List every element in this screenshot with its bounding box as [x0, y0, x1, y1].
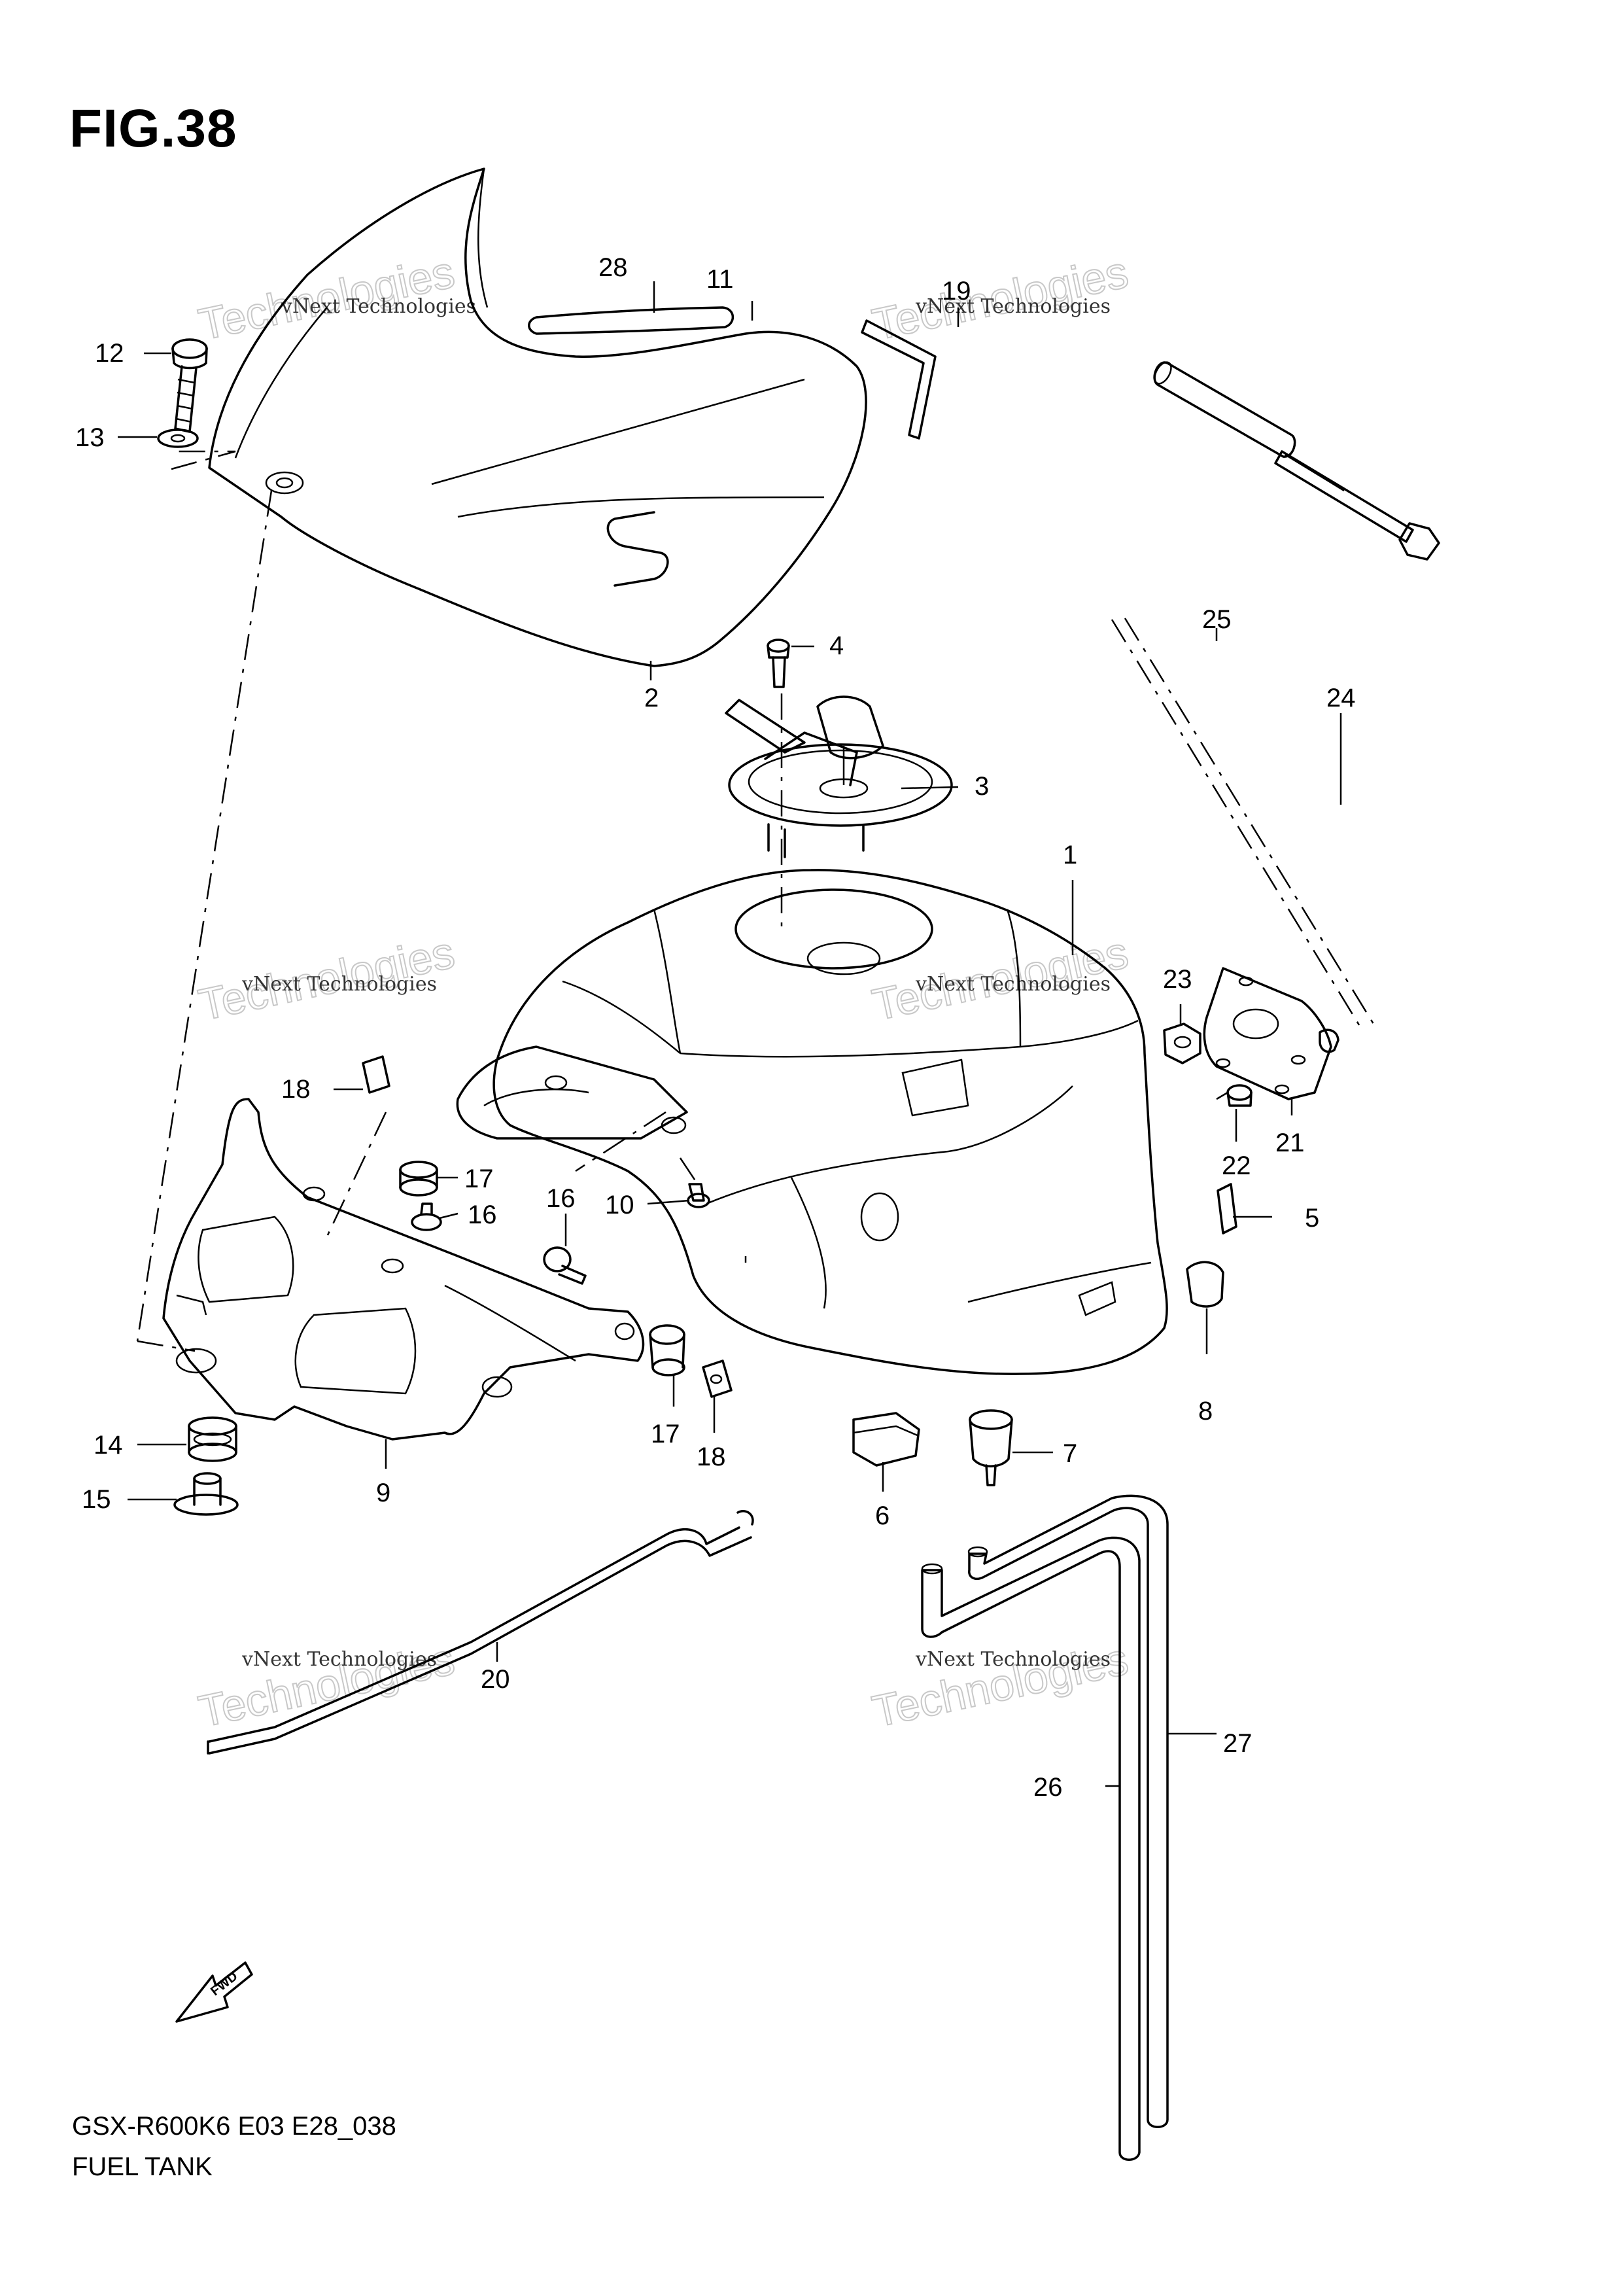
- callout-4: 4: [829, 631, 844, 660]
- callout-5: 5: [1305, 1204, 1319, 1233]
- callout-6: 6: [875, 1501, 890, 1530]
- screw-part-22: [1216, 1084, 1253, 1107]
- bent-hose-part-19: [861, 319, 937, 440]
- model-code: GSX-R600K6 E03 E28_038: [72, 2112, 396, 2141]
- grommet-part-14: [188, 1416, 237, 1462]
- forward-direction-arrow: FWD: [175, 1961, 253, 2023]
- callout-18b: 18: [697, 1443, 726, 1471]
- fuel-cap-part-3: [725, 695, 953, 858]
- watermark-text: vNext Technologies: [281, 295, 476, 318]
- tank-cover-part-11: [208, 167, 867, 667]
- callout-19: 19: [942, 277, 971, 306]
- cushion-part-8: [1186, 1261, 1224, 1308]
- long-bolt-part-24: [1274, 450, 1440, 561]
- bracket-plate-part-21: [1203, 967, 1339, 1100]
- callout-23: 23: [1163, 965, 1192, 994]
- callout-17: 17: [464, 1165, 494, 1193]
- damper-part-6: [852, 1412, 920, 1467]
- callout-8: 8: [1198, 1397, 1213, 1426]
- bolt-part-10: [687, 1183, 710, 1208]
- clip-nut-part-18: [702, 1359, 733, 1398]
- front-bracket-part-9: [162, 1098, 645, 1441]
- callout-15: 15: [82, 1485, 111, 1514]
- screw-part-16: [543, 1246, 587, 1285]
- screw-part-16: [411, 1202, 442, 1231]
- callout-11: 11: [706, 265, 734, 294]
- callout-21: 21: [1275, 1129, 1305, 1157]
- cushion-part-17: [399, 1161, 438, 1197]
- callout-13: 13: [75, 423, 105, 452]
- callout-28: 28: [598, 253, 628, 282]
- watermark-text: vNext Technologies: [241, 1648, 437, 1671]
- callout-14: 14: [94, 1431, 123, 1460]
- spacer-part-25: [1153, 361, 1296, 458]
- bolt-part-12: [171, 338, 208, 433]
- fig-title: FIG.38: [69, 99, 237, 158]
- watermark-text: vNext Technologies: [915, 1648, 1111, 1671]
- callout-24: 24: [1326, 684, 1356, 712]
- callout-25: 25: [1202, 605, 1232, 634]
- collar-part-15: [173, 1472, 239, 1516]
- callout-26: 26: [1033, 1773, 1063, 1802]
- fuel-tank-part-1: [456, 869, 1168, 1375]
- cushion-part-17: [649, 1324, 685, 1376]
- watermark-text: vNext Technologies: [915, 295, 1111, 318]
- leader-lines: [118, 281, 1342, 1787]
- drain-rod-part-20: [207, 1510, 754, 1755]
- nut-part-23: [1163, 1023, 1201, 1064]
- washer-part-13: [157, 429, 199, 448]
- callout-18: 18: [281, 1075, 311, 1104]
- screw-part-4: [767, 639, 790, 688]
- callout-17b: 17: [651, 1420, 680, 1448]
- callout-9: 9: [376, 1479, 390, 1507]
- assembly-reference-lines: [136, 450, 1375, 1352]
- valve-part-7: [969, 1409, 1013, 1486]
- callouts: 1 2 3 4 5 6 7 8 9 10 11 12 13 14 15 16 1…: [75, 253, 1356, 1802]
- clip-nut-part-18: [362, 1055, 390, 1094]
- callout-20: 20: [481, 1665, 510, 1694]
- watermark-text: vNext Technologies: [241, 973, 437, 996]
- callout-7: 7: [1063, 1439, 1077, 1468]
- callout-12: 12: [95, 339, 124, 368]
- callout-16b: 16: [546, 1184, 576, 1213]
- watermarks: Technologies vNext Technologies Technolo…: [194, 247, 1133, 1738]
- callout-22: 22: [1222, 1151, 1251, 1180]
- pad-part-5: [1217, 1183, 1237, 1235]
- section-name: FUEL TANK: [72, 2152, 213, 2181]
- hose-part-26: [921, 1536, 1141, 2161]
- callout-2: 2: [644, 684, 659, 712]
- hose-part-27: [967, 1494, 1169, 2128]
- watermark-text: vNext Technologies: [915, 973, 1111, 996]
- callout-10: 10: [605, 1191, 634, 1219]
- callout-1: 1: [1063, 841, 1077, 869]
- emblem-strip-part-28: [528, 306, 734, 335]
- callout-27: 27: [1223, 1729, 1253, 1758]
- callout-3: 3: [975, 772, 989, 801]
- callout-16: 16: [468, 1200, 497, 1229]
